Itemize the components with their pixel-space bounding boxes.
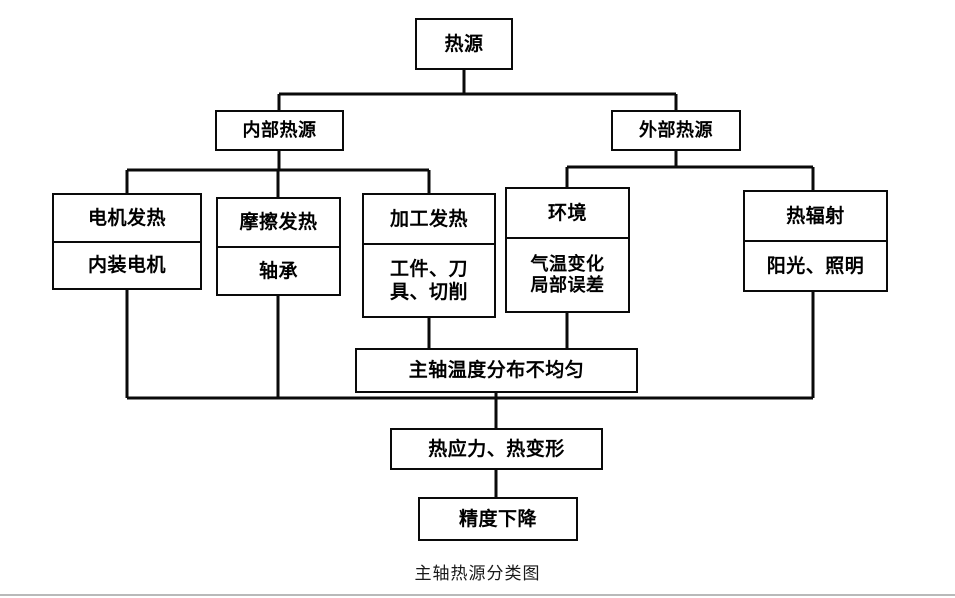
node-uneven-title: 主轴温度分布不均匀: [408, 359, 585, 382]
node-friction-title: 摩擦发热: [239, 211, 318, 234]
node-root-title: 热源: [444, 32, 484, 55]
node-accuracy-title: 精度下降: [458, 507, 537, 530]
node-uneven[interactable]: 主轴温度分布不均匀: [355, 348, 638, 393]
page-bottom-rule: [0, 594, 955, 596]
node-motor-detail: 内装电机: [54, 240, 200, 289]
node-external[interactable]: 外部热源: [611, 110, 741, 151]
node-radiation-title: 热辐射: [786, 204, 845, 227]
node-environment-title: 环境: [547, 201, 587, 224]
node-machining[interactable]: 加工发热 工件、刀 具、切削: [362, 193, 496, 318]
node-radiation[interactable]: 热辐射 阳光、照明: [743, 190, 888, 292]
node-environment[interactable]: 环境 气温变化 局部误差: [505, 187, 630, 313]
node-stress-title: 热应力、热变形: [428, 437, 565, 460]
node-machining-title: 加工发热: [389, 207, 468, 230]
node-stress[interactable]: 热应力、热变形: [390, 428, 603, 470]
node-machining-detail: 工件、刀 具、切削: [364, 243, 494, 316]
node-internal-title: 内部热源: [242, 119, 317, 141]
node-environment-detail: 气温变化 局部误差: [507, 237, 628, 311]
node-motor-title: 电机发热: [87, 206, 166, 229]
figure-caption: 主轴热源分类图: [414, 564, 541, 584]
node-root[interactable]: 热源: [415, 18, 513, 70]
node-external-title: 外部热源: [639, 119, 713, 141]
node-motor[interactable]: 电机发热 内装电机: [52, 193, 202, 290]
node-friction[interactable]: 摩擦发热 轴承: [216, 197, 341, 296]
node-accuracy[interactable]: 精度下降: [418, 497, 578, 541]
node-internal[interactable]: 内部热源: [215, 110, 344, 151]
node-friction-detail: 轴承: [218, 245, 339, 295]
node-radiation-detail: 阳光、照明: [745, 240, 886, 290]
